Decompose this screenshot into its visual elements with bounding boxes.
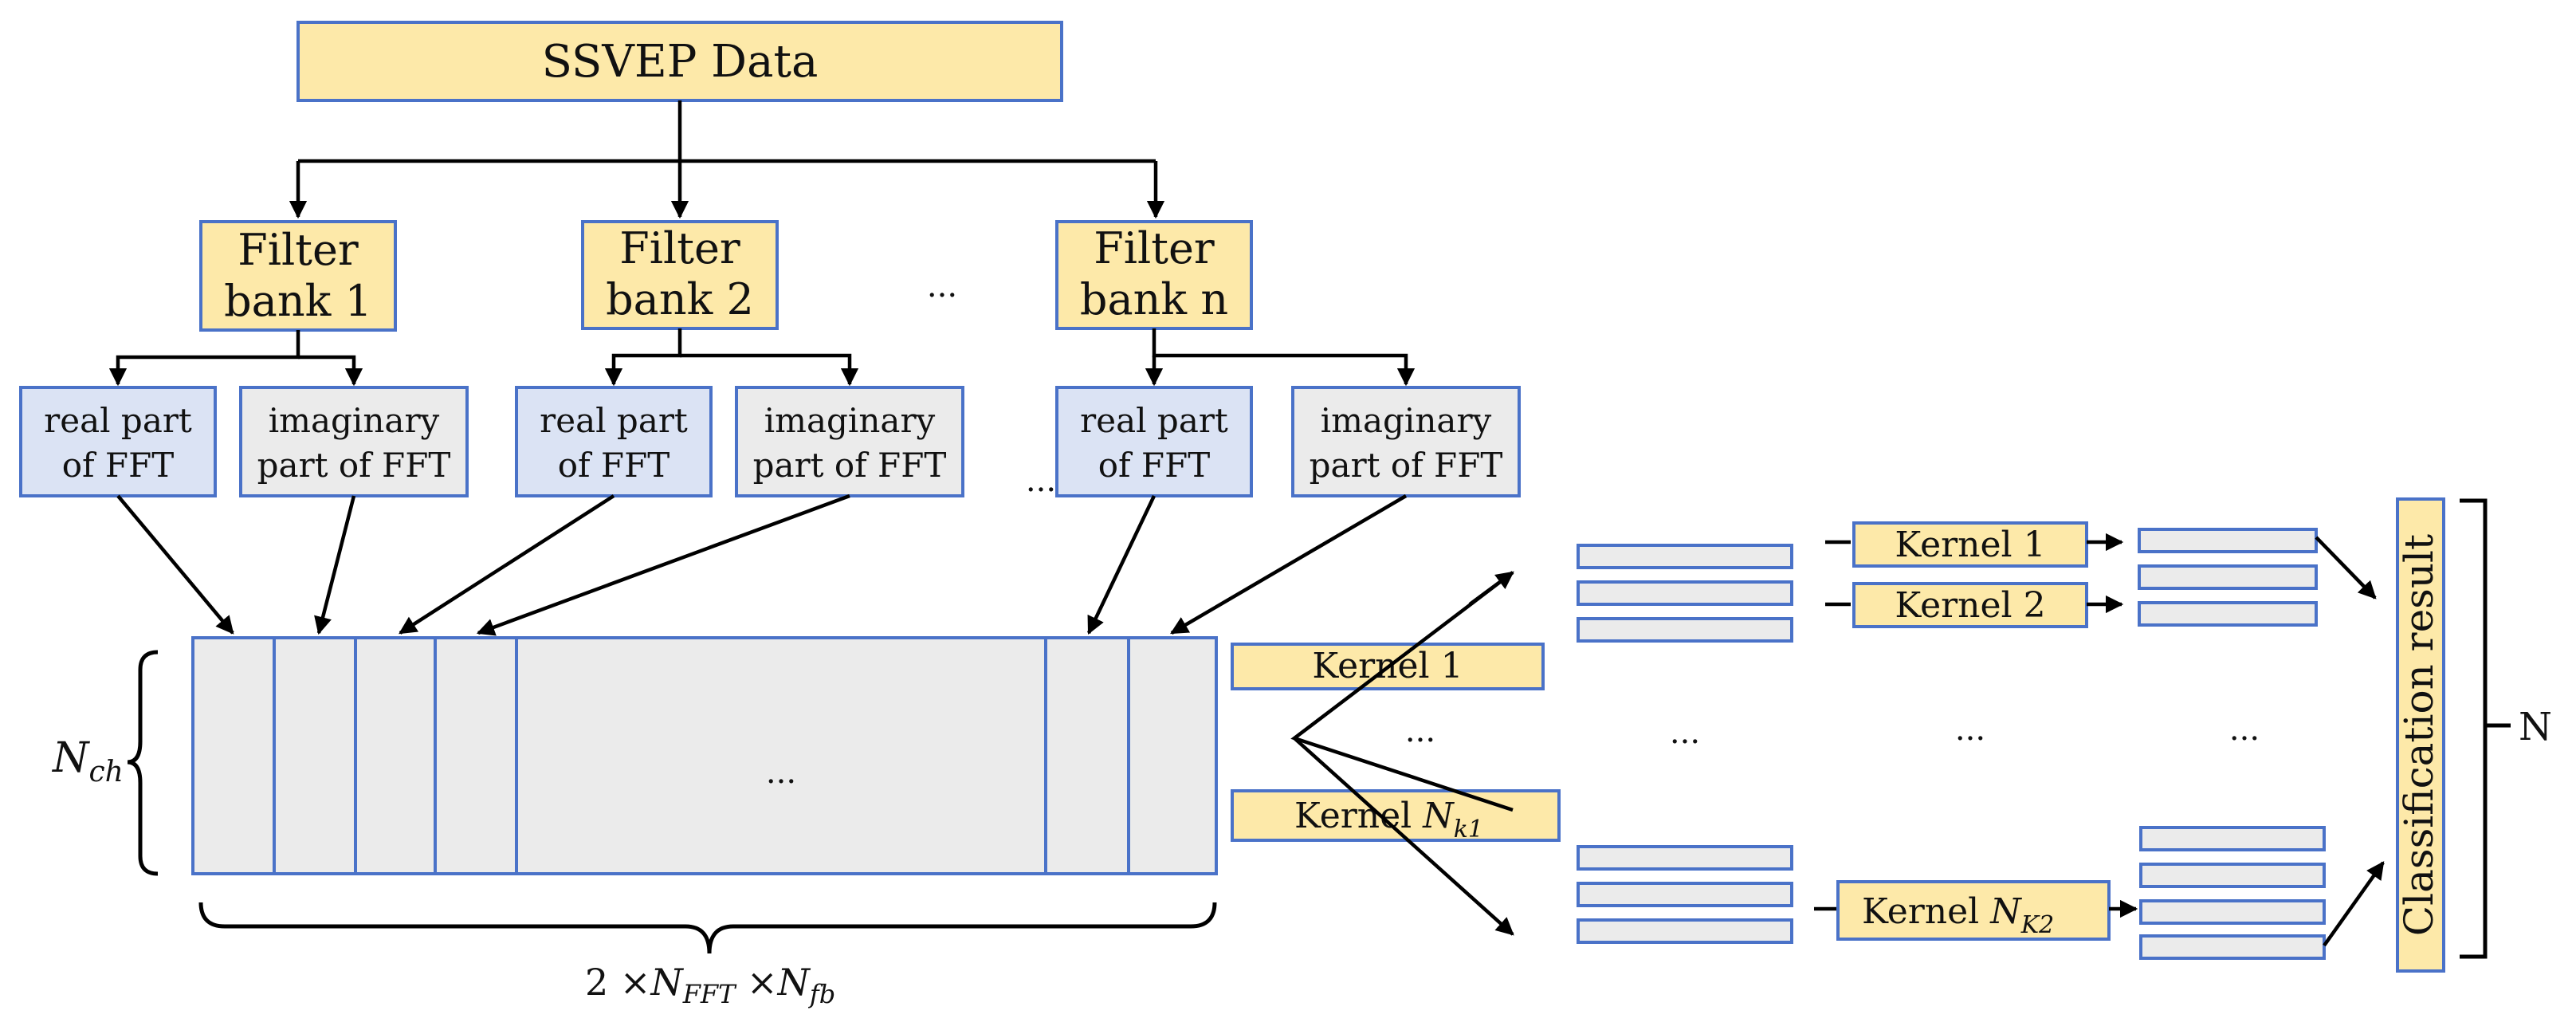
connector-fb2-real [604,328,682,387]
fft-imag-n-line1: imaginary [1321,401,1492,440]
feature-maps-1-top [1577,544,1793,643]
filter-bank-ellipsis: ... [927,268,957,305]
kernel-1-layer2: Kernel 1 [1852,521,2088,568]
kernel-nk1-label: Kernel Nk1 [1294,796,1483,843]
arrow-to-class-top [2315,536,2377,600]
feature-maps-1-ellipsis: ... [1670,714,1700,751]
matrix-ellipsis: ... [766,754,796,791]
kernel-1-layer2-label: Kernel 1 [1895,525,2045,565]
kernel-2-layer2: Kernel 2 [1852,582,2088,628]
feature-maps-2-ellipsis: ... [2229,711,2260,748]
arrow-real2-matrix [399,494,615,635]
filter-bank-n-line1: Filter [1094,223,1215,273]
fft-real-n-line2: of FFT [1098,446,1210,485]
kernel-nk2-layer2: Kernel NK2 [1836,880,2111,941]
filter-bank-n: Filter bank n [1055,220,1253,330]
fft-imag-2: imaginary part of FFT [735,386,964,497]
filter-bank-2: Filter bank 2 [581,220,779,330]
feature-maps-1-bottom [1577,845,1793,944]
rows-brace [127,650,159,876]
filter-bank-1-line1: Filter [238,225,359,275]
cols-brace [198,902,1217,954]
ssvep-data-box [296,21,1063,102]
filter-bank-1-line2: bank 1 [224,276,372,326]
branch-arrow-up [1468,571,1514,606]
arrow-imag2-matrix [476,493,850,636]
output-bracket [2460,498,2488,959]
branch-arrow-down [1293,737,1514,936]
cols-label: 2 ×NFFT ×Nfb [585,961,835,1009]
arrow-realn-matrix [1086,495,1156,635]
fft-imag-n: imaginary part of FFT [1291,386,1521,497]
fft-real-1-line2: of FFT [62,446,174,485]
fft-real-n-line1: real part [1080,401,1228,440]
filter-bank-2-line2: bank 2 [606,274,754,324]
filter-bank-n-line2: bank n [1080,274,1228,324]
kernel-layer1-ellipsis: ... [1405,713,1435,749]
fft-real-1: real part of FFT [19,386,217,497]
kernel-layer2-ellipsis: ... [1955,711,1985,748]
rows-label: Nch [51,734,124,788]
fft-real-1-line1: real part [44,401,192,440]
kernel-2-layer2-label: Kernel 2 [1895,585,2045,626]
branch-lines [1290,571,1514,812]
kernel-nk2-label: Kernel NK2 [1862,891,2054,939]
feature-maps-2-top [2138,528,2318,627]
fft-imag-1: imaginary part of FFT [239,386,469,497]
fft-real-n: real part of FFT [1055,386,1253,497]
arrow-imag1-matrix [314,495,356,635]
fft-imag-2-line1: imaginary [764,401,936,440]
arrow-imagn-matrix [1170,494,1408,635]
fft-real-2: real part of FFT [515,386,713,497]
fft-imag-n-line2: part of FFT [1310,446,1503,485]
connector-fbn-imag [1152,328,1416,387]
connector-fb1-real [108,330,300,387]
connector-fb1-imag [298,355,363,387]
input-matrix [191,636,1218,875]
fft-imag-2-line2: part of FFT [753,446,947,485]
output-count-label: N [2519,705,2552,749]
fft-real-2-line2: of FFT [558,446,670,485]
kernel-nk1-layer1: Kernel Nk1 [1231,789,1561,843]
arrow-real1-matrix [116,494,234,635]
arrow-to-class-bottom [2323,861,2385,947]
ssvep-data-label: SSVEP Data [542,36,819,88]
filter-bank-2-line1: Filter [619,223,740,273]
feature-maps-2-bottom [2139,826,2326,960]
connector-fb2-imag [680,353,859,387]
fft-real-2-line1: real part [540,401,688,440]
classification-result: Classification result [2396,497,2445,973]
filter-bank-1: Filter bank 1 [199,220,397,332]
fft-ellipsis: ... [1026,462,1056,499]
classification-result-label: Classification result [2396,534,2442,936]
fft-imag-1-line1: imaginary [269,401,440,440]
fft-imag-1-line2: part of FFT [257,446,451,485]
